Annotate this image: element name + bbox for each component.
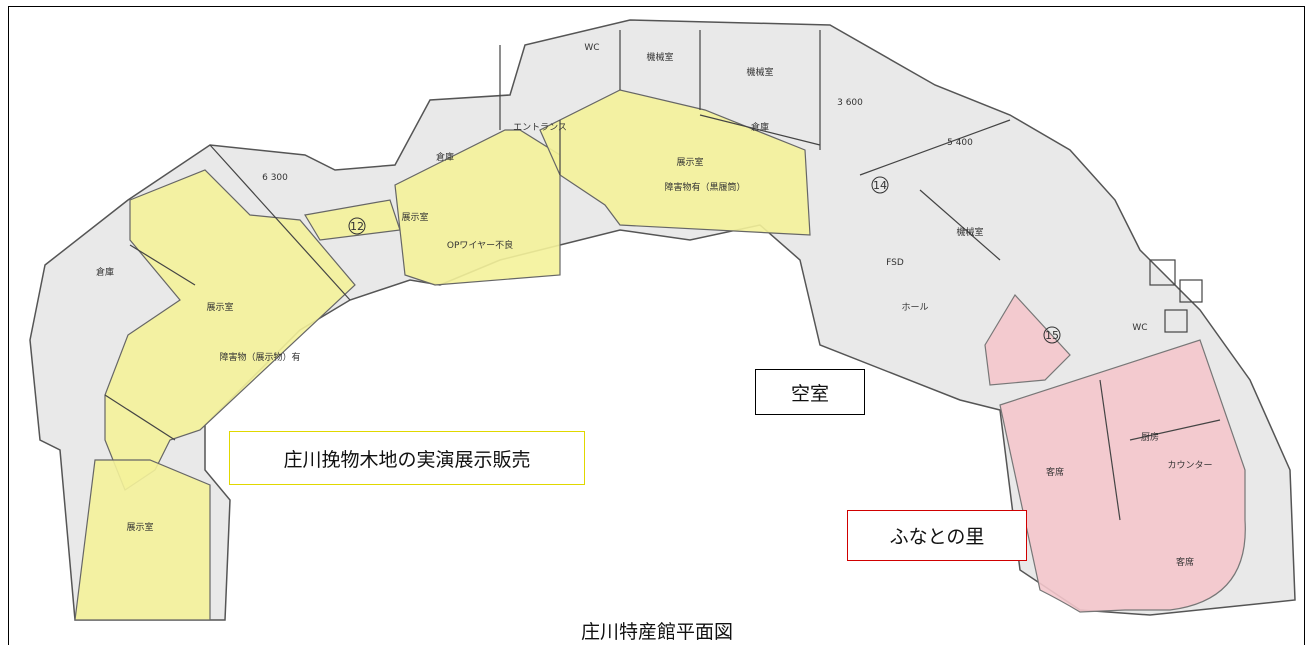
vacant-label: 空室: [755, 369, 865, 415]
label-wc-1: WC: [584, 43, 599, 53]
label-dim-3600: 3 600: [837, 98, 863, 108]
label-damage-1: 障害物有（黒履筒）: [664, 181, 745, 193]
label-wc-2: WC: [1132, 323, 1147, 333]
label-dim-5400: 5 400: [947, 138, 973, 148]
yellow-exhibit-right: [539, 89, 811, 236]
label-entrance: エントランス: [513, 122, 567, 133]
label-storage-2: 倉庫: [436, 151, 454, 163]
label-damage-3: 障害物（展示物）有: [219, 351, 300, 363]
label-exhibit-room-1: 展示室: [206, 301, 233, 313]
marker-12: 12: [350, 220, 364, 233]
label-machine-room-2: 機械室: [746, 66, 773, 78]
label-hall: ホール: [901, 302, 928, 313]
label-kitchen: 厨房: [1141, 431, 1159, 443]
label-storage-1: 倉庫: [96, 266, 114, 278]
label-damage-2: OPワイヤー不良: [447, 239, 513, 251]
marker-15: 15: [1045, 329, 1059, 342]
label-counter: カウンター: [1167, 460, 1212, 471]
label-machine-room-1: 機械室: [646, 51, 673, 63]
label-storage-3: 倉庫: [751, 121, 769, 133]
pink-entrance: [984, 294, 1071, 386]
yellow-area-label: 庄川挽物木地の実演展示販売: [229, 431, 585, 485]
building-footprint: [29, 19, 1296, 621]
label-exhibit-room-3: 展示室: [676, 156, 703, 168]
label-exhibit-room-4: 展示室: [126, 521, 153, 533]
yellow-area-group: [74, 89, 811, 621]
label-guest-room-1: 客席: [1046, 466, 1064, 478]
pink-area-group: [984, 294, 1246, 613]
red-area-label: ふなとの里: [847, 510, 1027, 561]
diagram-caption: 庄川特産館平面図: [580, 621, 733, 643]
marker-14: 14: [873, 179, 887, 192]
pink-restaurant: [999, 339, 1246, 613]
plan-room-labels: 展示室 展示室 展示室 展示室 倉庫 倉庫 倉庫 機械室 機械室 機械室 エント…: [96, 43, 1213, 568]
label-exhibit-room-2: 展示室: [401, 211, 428, 223]
plan-walls: [104, 30, 1221, 521]
label-fsd: FSD: [886, 258, 904, 268]
label-dim-6300: 6 300: [262, 173, 288, 183]
plan-markers: 12 14 15: [348, 176, 1061, 344]
yellow-exhibit-lower: [74, 459, 211, 621]
yellow-exhibit-mid: [394, 129, 561, 286]
label-machine-room-3: 機械室: [956, 226, 983, 238]
label-guest-room-2: 客席: [1176, 556, 1194, 568]
